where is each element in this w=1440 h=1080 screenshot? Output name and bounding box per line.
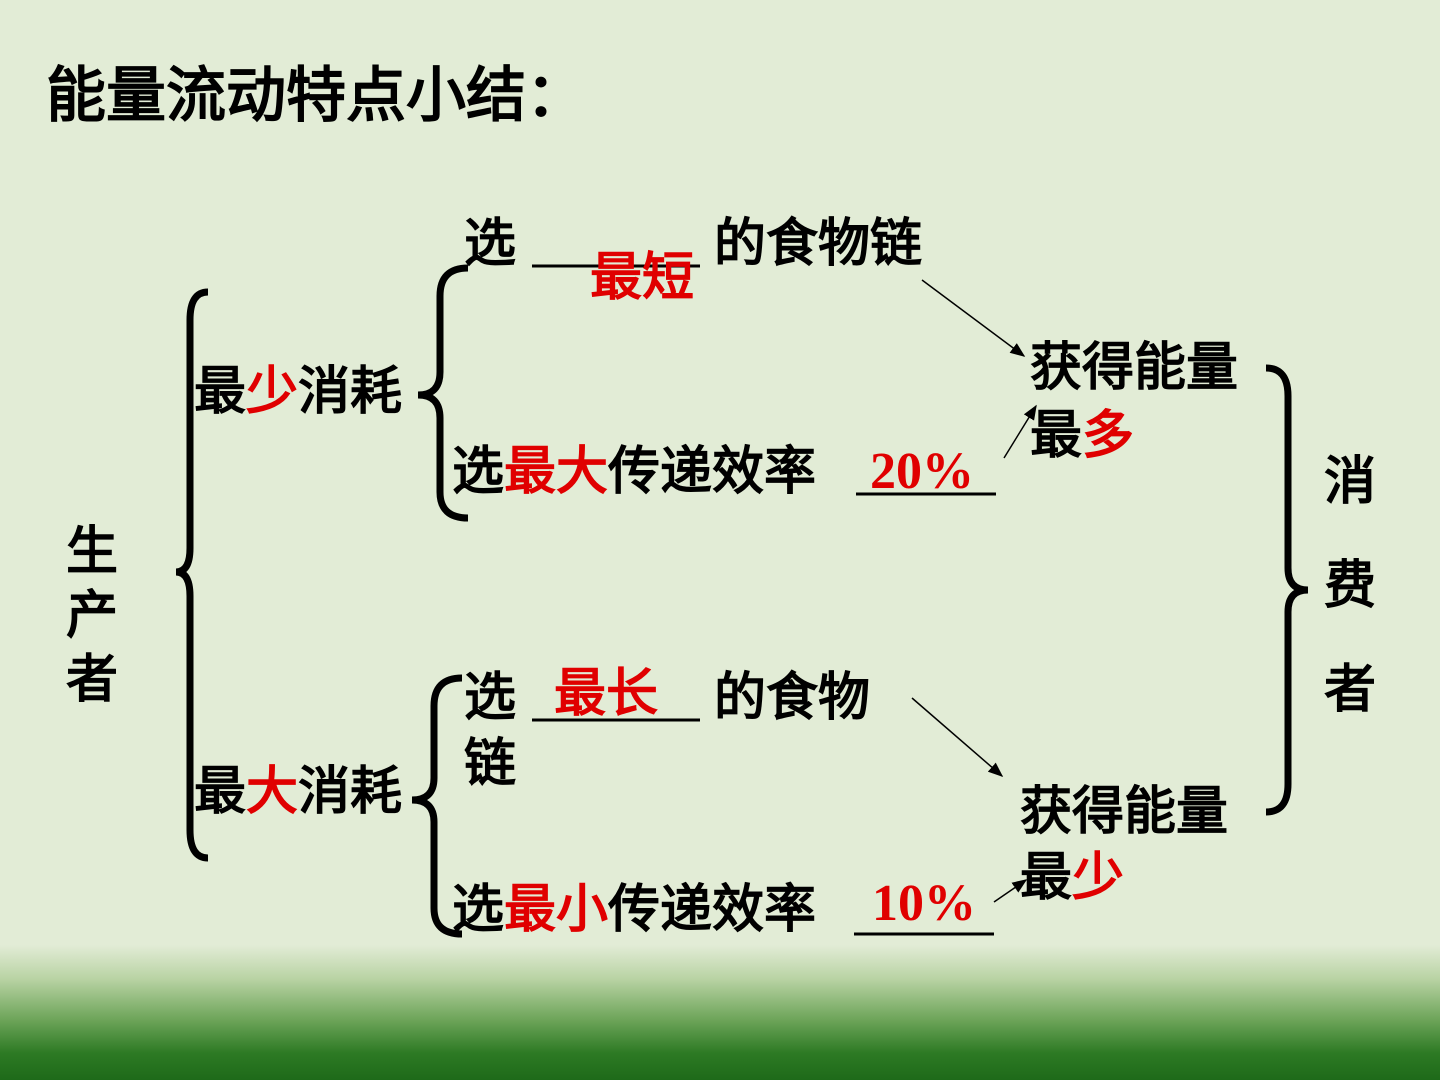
lower-consume-label: 最大消耗	[194, 762, 403, 822]
arrow-lower-eff	[993, 879, 1028, 903]
arrow-upper-chain	[921, 279, 1026, 357]
bottom-gradient-band	[0, 945, 1440, 1080]
lower-chain-prefix: 选	[464, 668, 517, 728]
upper-chain-prefix: 选	[464, 214, 517, 274]
lower-chain-suffix: 的食物	[714, 668, 871, 728]
lower-chain-wrap: 链	[464, 734, 517, 794]
upper-result-line2: 最多	[1030, 406, 1135, 466]
page-title: 能量流动特点小结：	[46, 61, 586, 131]
lower-result-line2: 最少	[1020, 848, 1125, 908]
lower-eff-answer: 10%	[872, 875, 976, 932]
upper-chain-suffix: 的食物链	[714, 214, 923, 274]
producer-label: 生 产 者	[65, 522, 118, 710]
lower-result-line1: 获得能量	[1020, 782, 1229, 842]
upper-brace	[417, 264, 469, 522]
consumer-label: 消 费 者	[1323, 452, 1376, 720]
arrow-upper-eff	[1003, 404, 1037, 459]
producer-brace	[175, 288, 209, 862]
upper-eff-answer: 20%	[870, 443, 974, 500]
lower-eff-label: 选最小传递效率	[452, 880, 817, 940]
lower-brace	[411, 674, 463, 938]
upper-result-line1: 获得能量	[1030, 338, 1239, 398]
upper-chain-answer: 最短	[590, 248, 695, 308]
consumer-brace	[1265, 364, 1309, 816]
arrow-lower-chain	[911, 697, 1004, 777]
upper-consume-label: 最少消耗	[194, 362, 403, 422]
lower-chain-answer: 最长	[554, 664, 659, 724]
upper-eff-label: 选最大传递效率	[452, 442, 817, 502]
